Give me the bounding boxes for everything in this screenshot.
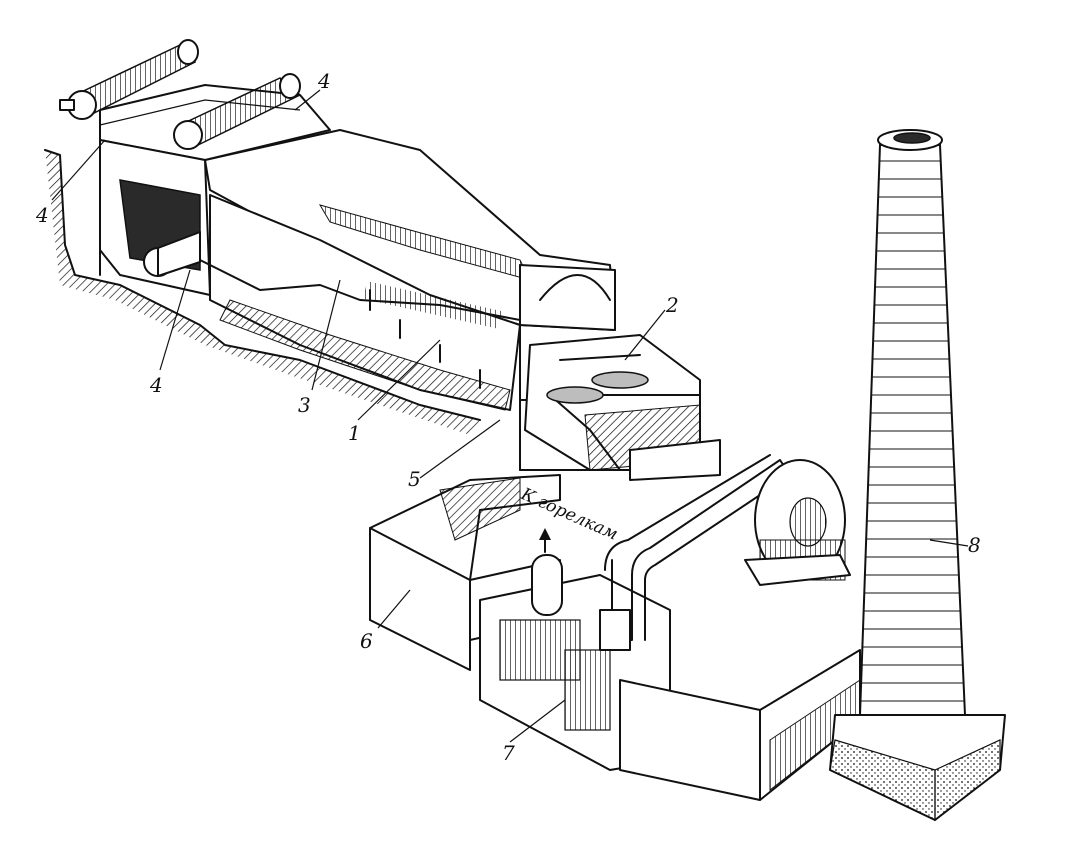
discharge-mechanism [524, 334, 721, 481]
callout-1: 1 [348, 421, 361, 445]
callout-3: 3 [298, 393, 311, 417]
fan [744, 459, 851, 586]
air-duct [599, 454, 791, 651]
callout-5: 5 [408, 467, 421, 491]
ground-hatching [44, 149, 481, 435]
callout-4-bottom: 4 [149, 373, 163, 397]
roller-bottom-left [143, 231, 201, 277]
callout-8: 8 [968, 533, 981, 557]
callout-7: 7 [502, 741, 515, 765]
chimney [829, 129, 1006, 822]
callout-4-top: 4 [317, 69, 331, 93]
roller-top-middle [173, 73, 302, 150]
callout-4-left: 4 [35, 203, 49, 227]
callout-2: 2 [665, 293, 679, 317]
flue-channel-base [619, 649, 861, 801]
leader-lines [51, 89, 969, 743]
roller-top-left [59, 39, 199, 120]
burner-annotation: К горелкам [517, 484, 621, 545]
callout-6: 6 [360, 629, 373, 653]
